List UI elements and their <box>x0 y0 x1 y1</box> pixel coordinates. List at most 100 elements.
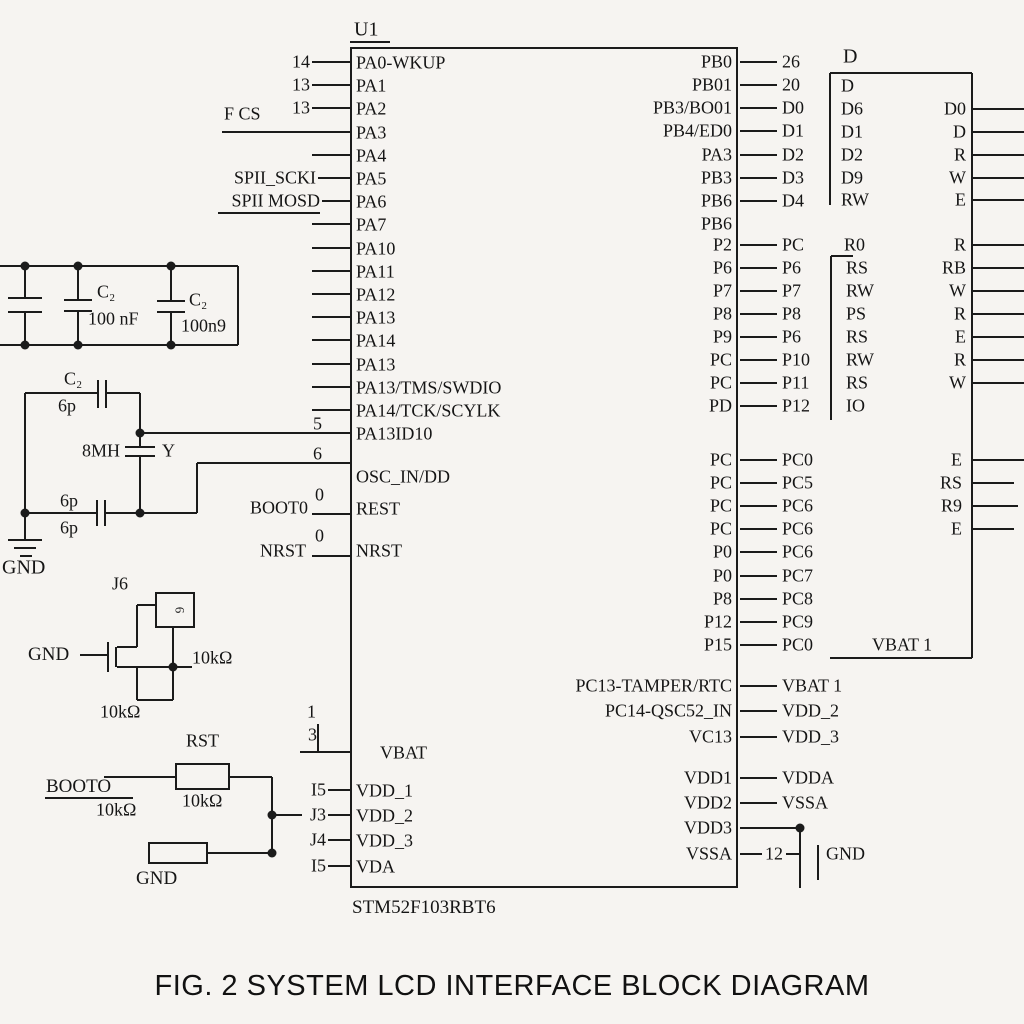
wire <box>318 177 350 179</box>
pin-number: 12 <box>762 844 786 863</box>
junction-dot <box>267 848 277 858</box>
pin-number: I5 <box>311 779 326 800</box>
component-value: 100n9 <box>181 315 226 336</box>
wire <box>740 685 777 687</box>
wire <box>197 462 350 464</box>
net-label: VDDA <box>782 767 834 788</box>
resistor-box <box>148 842 208 864</box>
pin-name: PC <box>709 472 732 493</box>
pin-name: PC <box>709 372 732 393</box>
capacitor-plate <box>105 380 107 408</box>
pin-name: PA13 <box>356 354 396 375</box>
wire <box>139 393 141 433</box>
lcd-header: D <box>843 45 858 68</box>
wire <box>972 199 1024 201</box>
wire <box>139 456 141 513</box>
pin-name: VDD3 <box>684 817 732 838</box>
pin-name: PS <box>846 303 867 324</box>
pin-name: RW <box>846 349 875 370</box>
junction-dot <box>20 340 30 350</box>
wire <box>172 667 174 700</box>
wire <box>740 267 777 269</box>
resistor-box <box>175 763 230 790</box>
pin-name: P0 <box>712 565 732 586</box>
pin-name: PA1 <box>356 75 387 96</box>
wire <box>740 405 777 407</box>
wire <box>740 177 777 179</box>
ground-label: GND <box>826 843 865 864</box>
wire <box>136 667 138 700</box>
wire <box>136 605 138 647</box>
ground-label: GND <box>2 556 46 579</box>
wire <box>740 336 777 338</box>
pin-name: E <box>955 326 966 347</box>
pin-name: D1 <box>841 121 863 142</box>
pin-name: PD <box>708 395 732 416</box>
net-label: NRST <box>259 540 306 561</box>
net-label: PC8 <box>782 588 814 609</box>
wire <box>77 311 79 345</box>
pin-name: W <box>949 372 966 393</box>
capacitor-plate <box>817 845 819 880</box>
pin-name: PB01 <box>691 74 732 95</box>
wire <box>972 267 1024 269</box>
net-label: PC <box>782 234 805 255</box>
net-label: SPII_SCKI <box>233 167 316 188</box>
wire <box>740 382 777 384</box>
wire <box>740 710 777 712</box>
lcd-bracket <box>831 255 853 257</box>
wire <box>799 828 801 888</box>
wire <box>328 789 350 791</box>
pin-name: D2 <box>841 144 863 165</box>
pin-name: PC14-QSC52_IN <box>604 700 732 721</box>
wire <box>740 482 777 484</box>
wire <box>972 505 1018 507</box>
pin-name: R <box>953 234 966 255</box>
wire <box>312 84 350 86</box>
wire <box>312 61 350 63</box>
mcu-box <box>350 47 738 888</box>
pin-name: VDD_3 <box>356 830 413 851</box>
pin-name: E <box>951 518 962 539</box>
capacitor-plate <box>97 380 99 408</box>
wire <box>740 154 777 156</box>
wire <box>740 777 777 779</box>
pin-number: 13 <box>292 74 310 95</box>
net-underline <box>45 797 133 799</box>
pin-number: 6 <box>313 443 322 464</box>
net-label: P7 <box>782 280 802 301</box>
mcu-refdes: U1 <box>354 18 379 41</box>
pin-name: PB0 <box>700 51 732 72</box>
net-underline <box>218 212 320 214</box>
net-label: VSSA <box>782 792 829 813</box>
net-label: P6 <box>782 326 802 347</box>
wire <box>0 344 238 346</box>
pin-name: PA13/TMS/SWDIO <box>356 377 502 398</box>
pin-name: PC <box>709 349 732 370</box>
wire <box>740 621 777 623</box>
pin-name: P8 <box>712 303 732 324</box>
wire <box>77 266 79 300</box>
pin-name: PA3 <box>701 144 732 165</box>
component-value: 10kΩ <box>182 790 223 811</box>
wire <box>312 293 350 295</box>
component-value: 10kΩ <box>96 799 137 820</box>
junction-dot <box>166 340 176 350</box>
wire <box>172 628 174 667</box>
ground-symbol <box>14 547 36 549</box>
figure-caption: FIG. 2 SYSTEM LCD INTERFACE BLOCK DIAGRA… <box>154 970 870 1002</box>
pin-name: D9 <box>841 167 863 188</box>
pin-name: W <box>949 280 966 301</box>
component-value: 6p <box>60 490 78 511</box>
component-label: RST <box>186 730 220 751</box>
capacitor-plate <box>115 647 117 667</box>
wire <box>740 200 777 202</box>
pin-name: R9 <box>940 495 962 516</box>
wire <box>328 814 350 816</box>
lcd-box-top <box>830 72 972 74</box>
wire <box>972 482 1014 484</box>
component-value: 10kΩ <box>192 647 233 668</box>
pin-name: PA12 <box>356 284 396 305</box>
pin-name: PA13ID10 <box>356 423 433 444</box>
lcd-box-right <box>971 73 973 658</box>
